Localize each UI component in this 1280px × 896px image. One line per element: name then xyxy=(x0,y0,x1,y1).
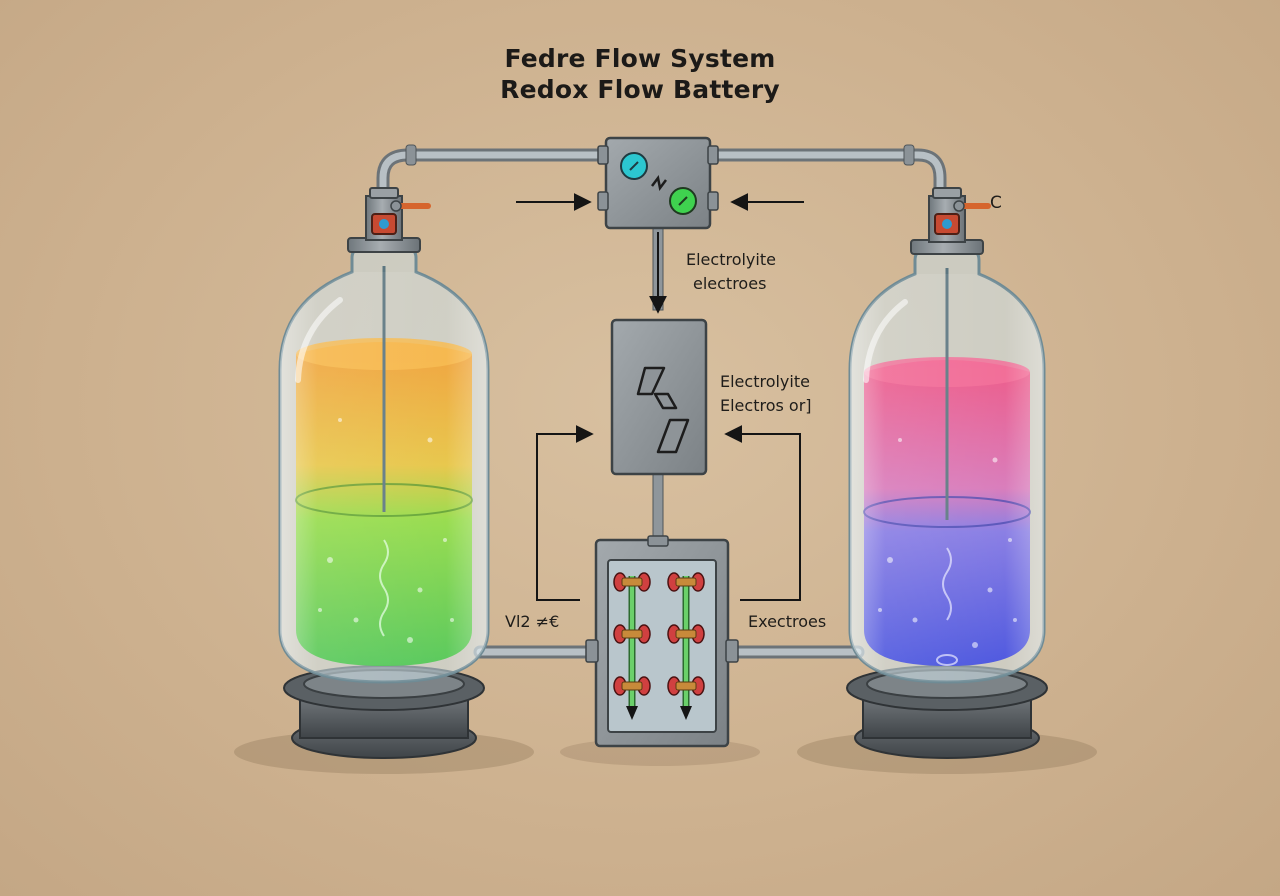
cell-stack xyxy=(585,535,739,748)
pipe-joint-right xyxy=(903,144,915,166)
gauge-left-icon xyxy=(620,152,648,180)
pipe-joint-left xyxy=(405,144,417,166)
right-tank xyxy=(846,187,1048,759)
arrow-left-loop xyxy=(536,425,594,601)
label-middle-line2: Electros or] xyxy=(720,396,812,415)
lightning-small-icon xyxy=(651,175,667,191)
arrow-right-loop xyxy=(724,425,801,601)
label-c: C xyxy=(990,193,1002,213)
flow-arrows xyxy=(516,193,804,601)
control-box xyxy=(597,136,719,230)
diagram-title-line1: Fedre Flow System xyxy=(504,44,776,73)
label-upper-line1: Electrolyite xyxy=(686,250,776,269)
left-tank xyxy=(278,187,490,759)
label-upper-line2: electroes xyxy=(693,274,767,293)
label-bottom-left: Vl2 ≠€ xyxy=(505,612,560,631)
gauge-right-icon xyxy=(669,187,697,215)
label-middle-line1: Electrolyite xyxy=(720,372,810,391)
diagram-title-line2: Redox Flow Battery xyxy=(500,75,780,104)
label-bottom-right: Exectroes xyxy=(748,612,827,631)
power-box xyxy=(610,318,708,476)
lightning-bolt-icon xyxy=(636,366,690,454)
